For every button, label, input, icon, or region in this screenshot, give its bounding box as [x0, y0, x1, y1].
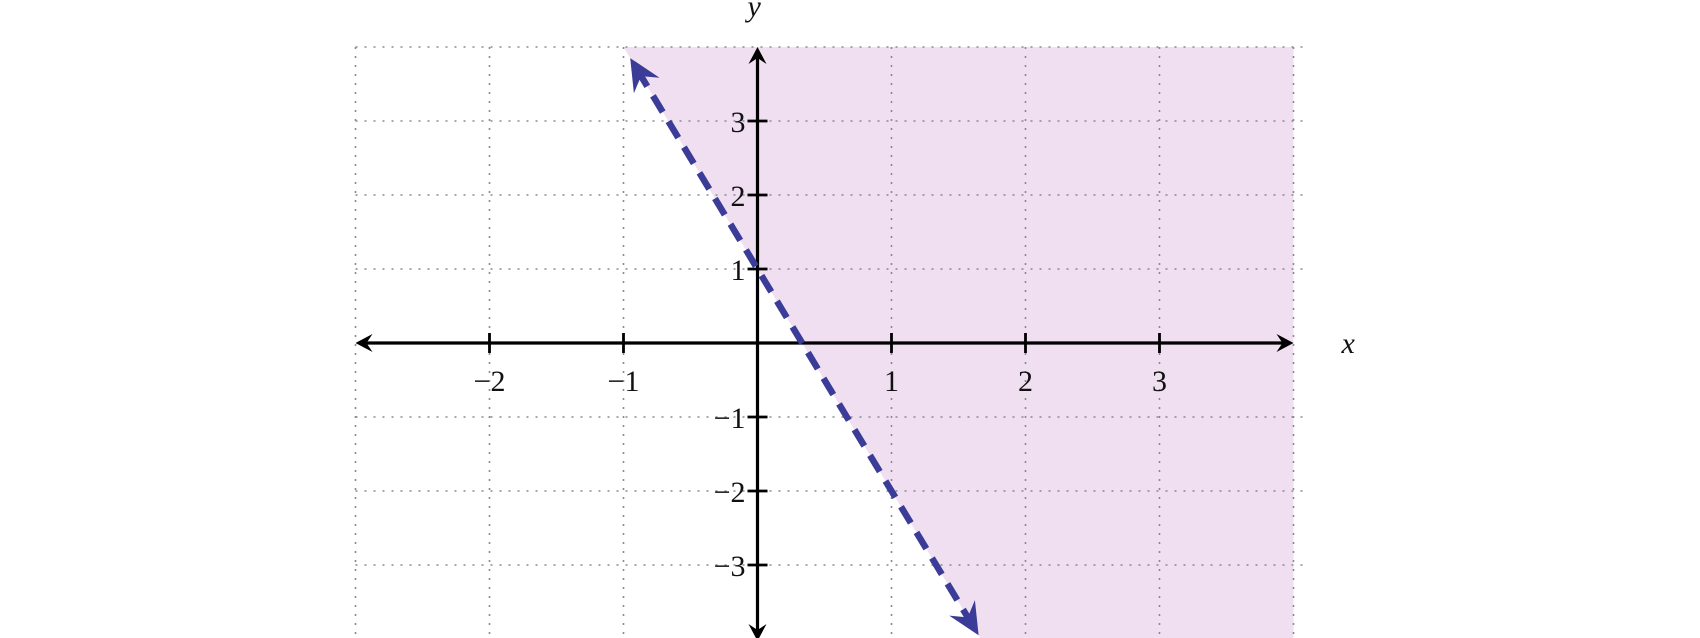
y-axis-arrow-up	[748, 47, 767, 64]
x-tick-label: 3	[1152, 365, 1167, 398]
y-tick-label: −3	[714, 550, 746, 583]
y-tick-label: 2	[731, 180, 746, 213]
boundary-line	[634, 68, 975, 625]
y-axis-arrow-down	[748, 624, 767, 638]
y-tick-label: −2	[714, 476, 746, 509]
x-tick-label: −1	[608, 365, 640, 398]
boundary-arrow-top	[630, 58, 660, 94]
y-tick-label: −1	[714, 402, 746, 435]
x-tick-label: −2	[474, 365, 506, 398]
x-axis-label: x	[1341, 327, 1356, 360]
x-axis-arrow-left	[355, 334, 373, 352]
y-axis-label: y	[745, 0, 762, 23]
y-tick-label: 1	[731, 254, 746, 287]
tick-labels: −2 −1 1 2 3 3 2 1 −1 −2 −3	[474, 106, 1167, 583]
axes	[355, 47, 1294, 638]
boundary-line-group	[630, 58, 979, 636]
ticks	[488, 119, 1161, 567]
y-tick-label: 3	[731, 106, 746, 139]
x-axis-arrow-right	[1276, 334, 1294, 352]
x-tick-label: 1	[884, 365, 899, 398]
boundary-arrow-bottom	[949, 600, 979, 636]
x-tick-label: 2	[1018, 365, 1033, 398]
